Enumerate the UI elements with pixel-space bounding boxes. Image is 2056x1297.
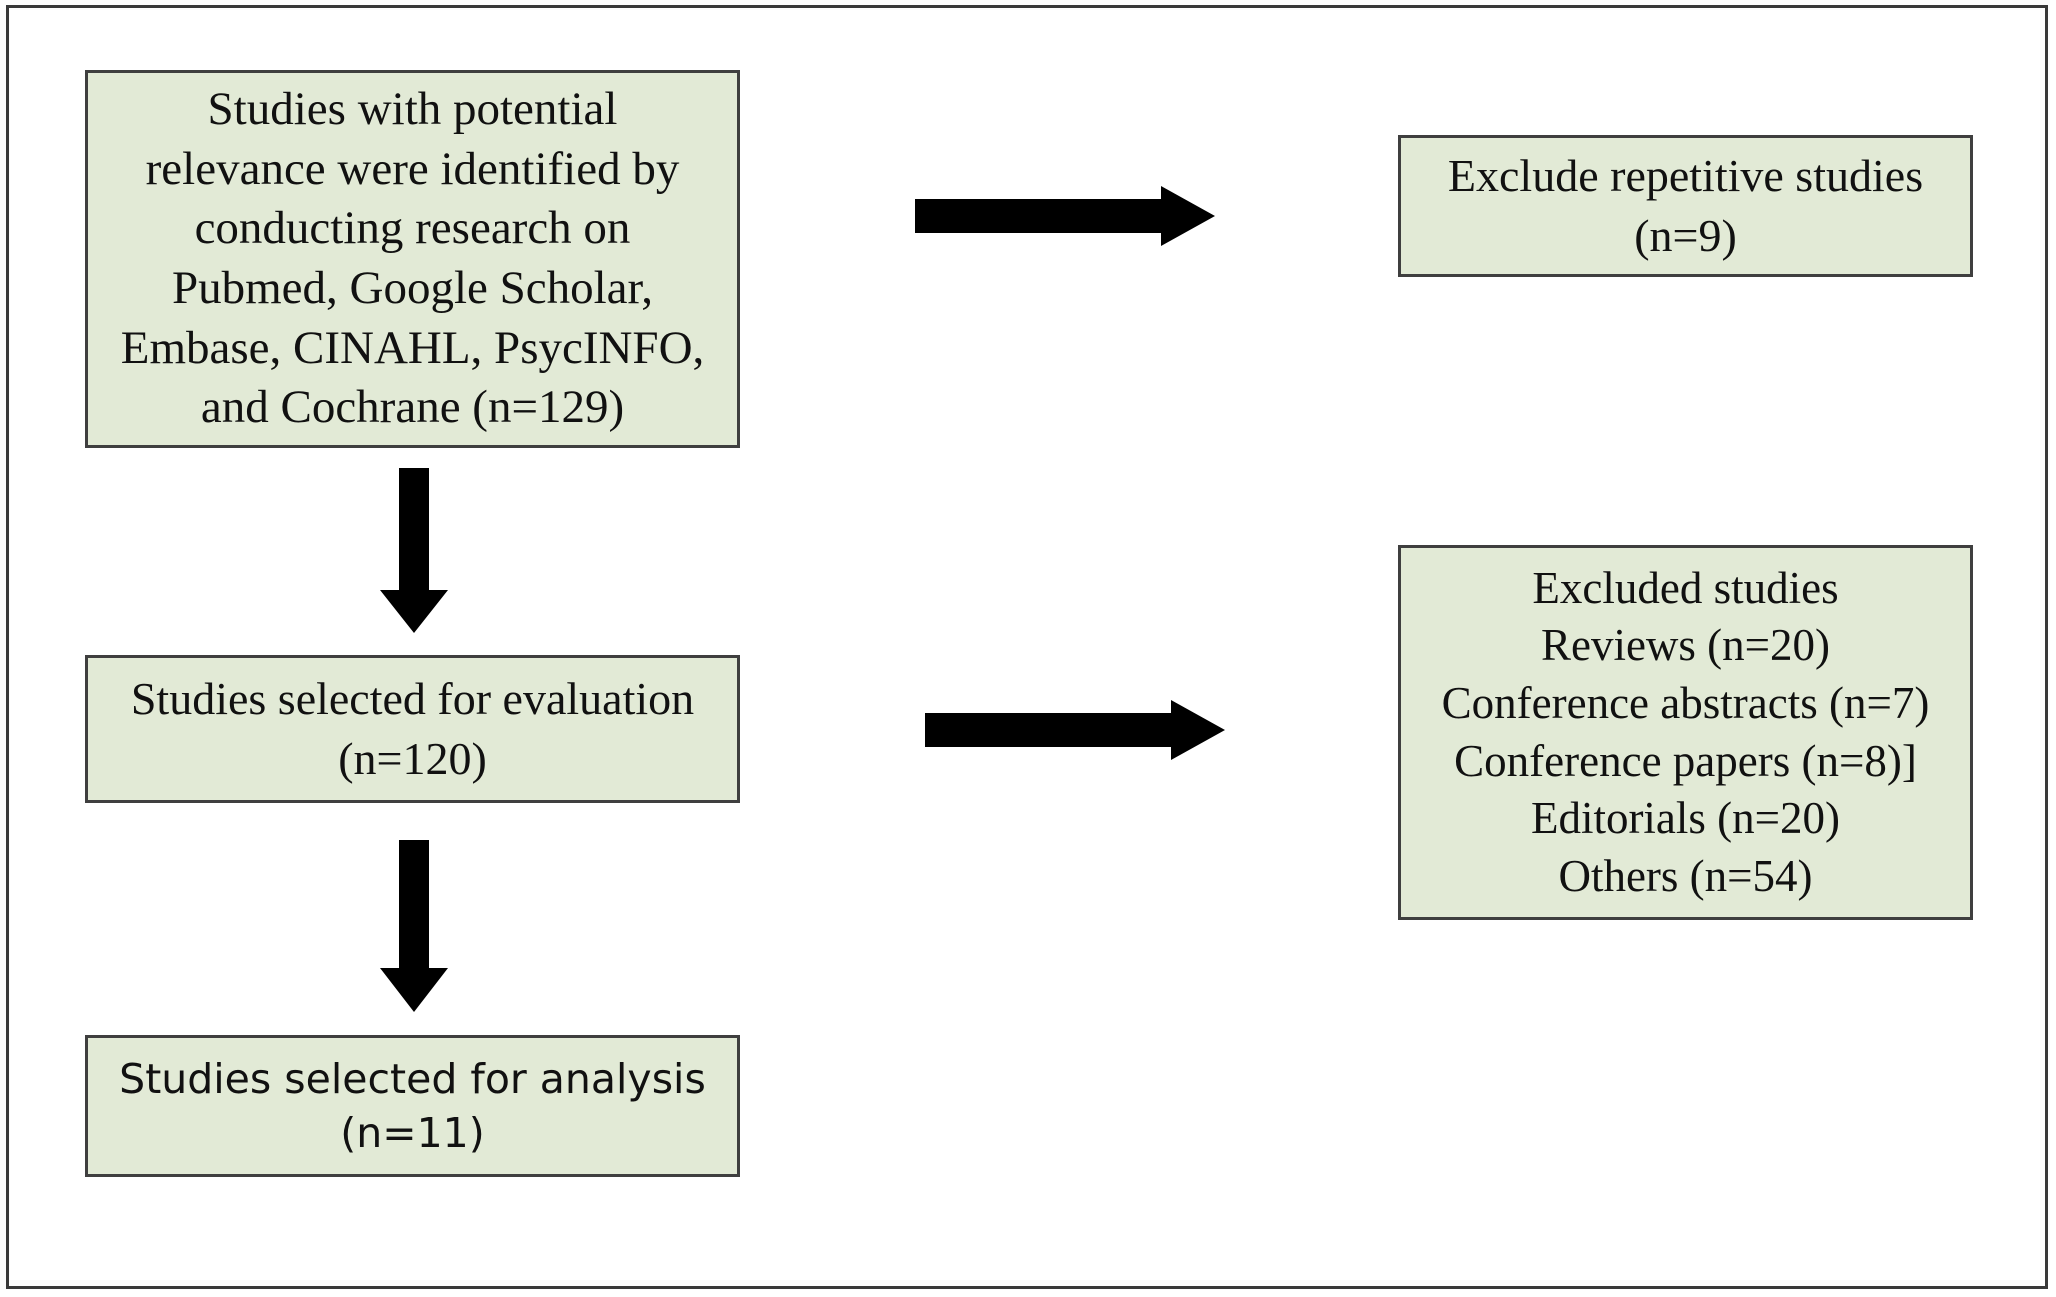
node-line: (n=9) xyxy=(1634,210,1737,261)
node-line: Reviews (n=20) xyxy=(1540,620,1831,671)
node-line: (n=120) xyxy=(338,733,487,784)
node-line: Conference abstracts (n=7) xyxy=(1441,677,1930,728)
node-studies-identified: Studies with potential relevance were id… xyxy=(85,70,740,448)
node-exclude-repetitive-studies: Exclude repetitive studies (n=9) xyxy=(1398,135,1973,277)
node-line: Editorials (n=20) xyxy=(1530,793,1841,844)
node-line: Conference papers (n=8)] xyxy=(1454,735,1917,786)
arrow-down-icon-evaluation-to-analysis xyxy=(380,840,448,1012)
node-studies-selected-for-evaluation: Studies selected for evaluation (n=120) xyxy=(85,655,740,803)
node-line: and Cochrane (n=129) xyxy=(200,381,625,434)
arrow-right-icon-identified-to-exclude-repetitive xyxy=(915,186,1215,246)
node-line: Exclude repetitive studies xyxy=(1447,150,1924,202)
arrow-down-icon-identified-to-evaluation xyxy=(380,468,448,633)
node-line: conducting research on xyxy=(194,202,631,255)
arrow-right-icon-evaluation-to-excluded-studies xyxy=(925,700,1225,760)
node-line: Studies selected for evaluation xyxy=(130,673,695,725)
node-excluded-studies: Excluded studies Reviews (n=20) Conferen… xyxy=(1398,545,1973,920)
node-line: Studies selected for analysis xyxy=(119,1054,706,1103)
node-line: relevance were identified by xyxy=(145,142,680,195)
node-line: Excluded studies xyxy=(1532,562,1839,613)
node-line: (n=11) xyxy=(340,1109,485,1157)
node-line: Studies with potential xyxy=(207,82,618,135)
node-line: Embase, CINAHL, PsycINFO, xyxy=(120,321,705,374)
node-line: Pubmed, Google Scholar, xyxy=(171,262,654,314)
node-studies-selected-for-analysis: Studies selected for analysis (n=11) xyxy=(85,1035,740,1177)
node-line: Others (n=54) xyxy=(1558,850,1813,901)
